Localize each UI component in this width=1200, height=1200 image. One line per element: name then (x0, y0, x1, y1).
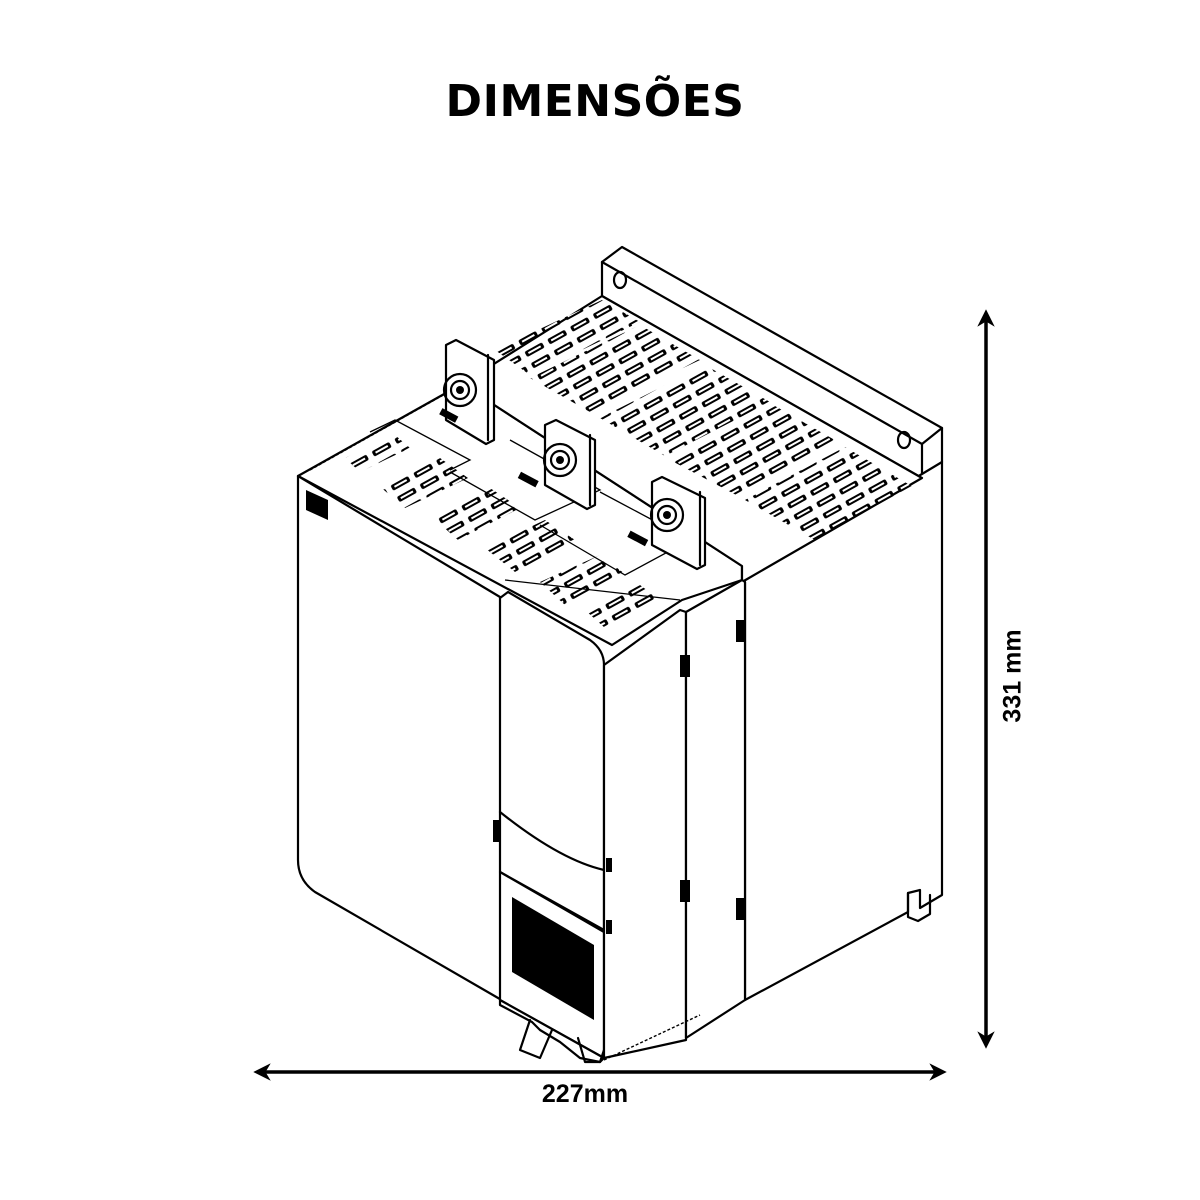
bottom-grille-icon (512, 897, 594, 1020)
latch-clips (493, 620, 746, 934)
mount-hole-icon (612, 270, 628, 290)
front-cover (498, 590, 606, 932)
left-side-face (296, 474, 507, 1004)
terminal-bolt-2 (517, 418, 597, 511)
page-title: DIMENSÕES (445, 76, 745, 127)
front-foot-right (576, 1036, 606, 1064)
height-dimension-label: 331 mm (998, 629, 1027, 723)
rear-foot (906, 891, 932, 923)
side-panel-2 (684, 578, 747, 1040)
terminal-bolt-3 (627, 475, 707, 571)
width-dimension-label: 227mm (541, 1080, 629, 1108)
terminal-bolt-1 (439, 338, 496, 446)
front-foot-left (518, 1018, 554, 1060)
ventilation-slots (345, 300, 915, 628)
label-plate-icon (306, 490, 328, 520)
front-cover-seam (498, 810, 606, 872)
mount-hole-icon (896, 430, 912, 450)
side-panel-1 (602, 608, 688, 1060)
